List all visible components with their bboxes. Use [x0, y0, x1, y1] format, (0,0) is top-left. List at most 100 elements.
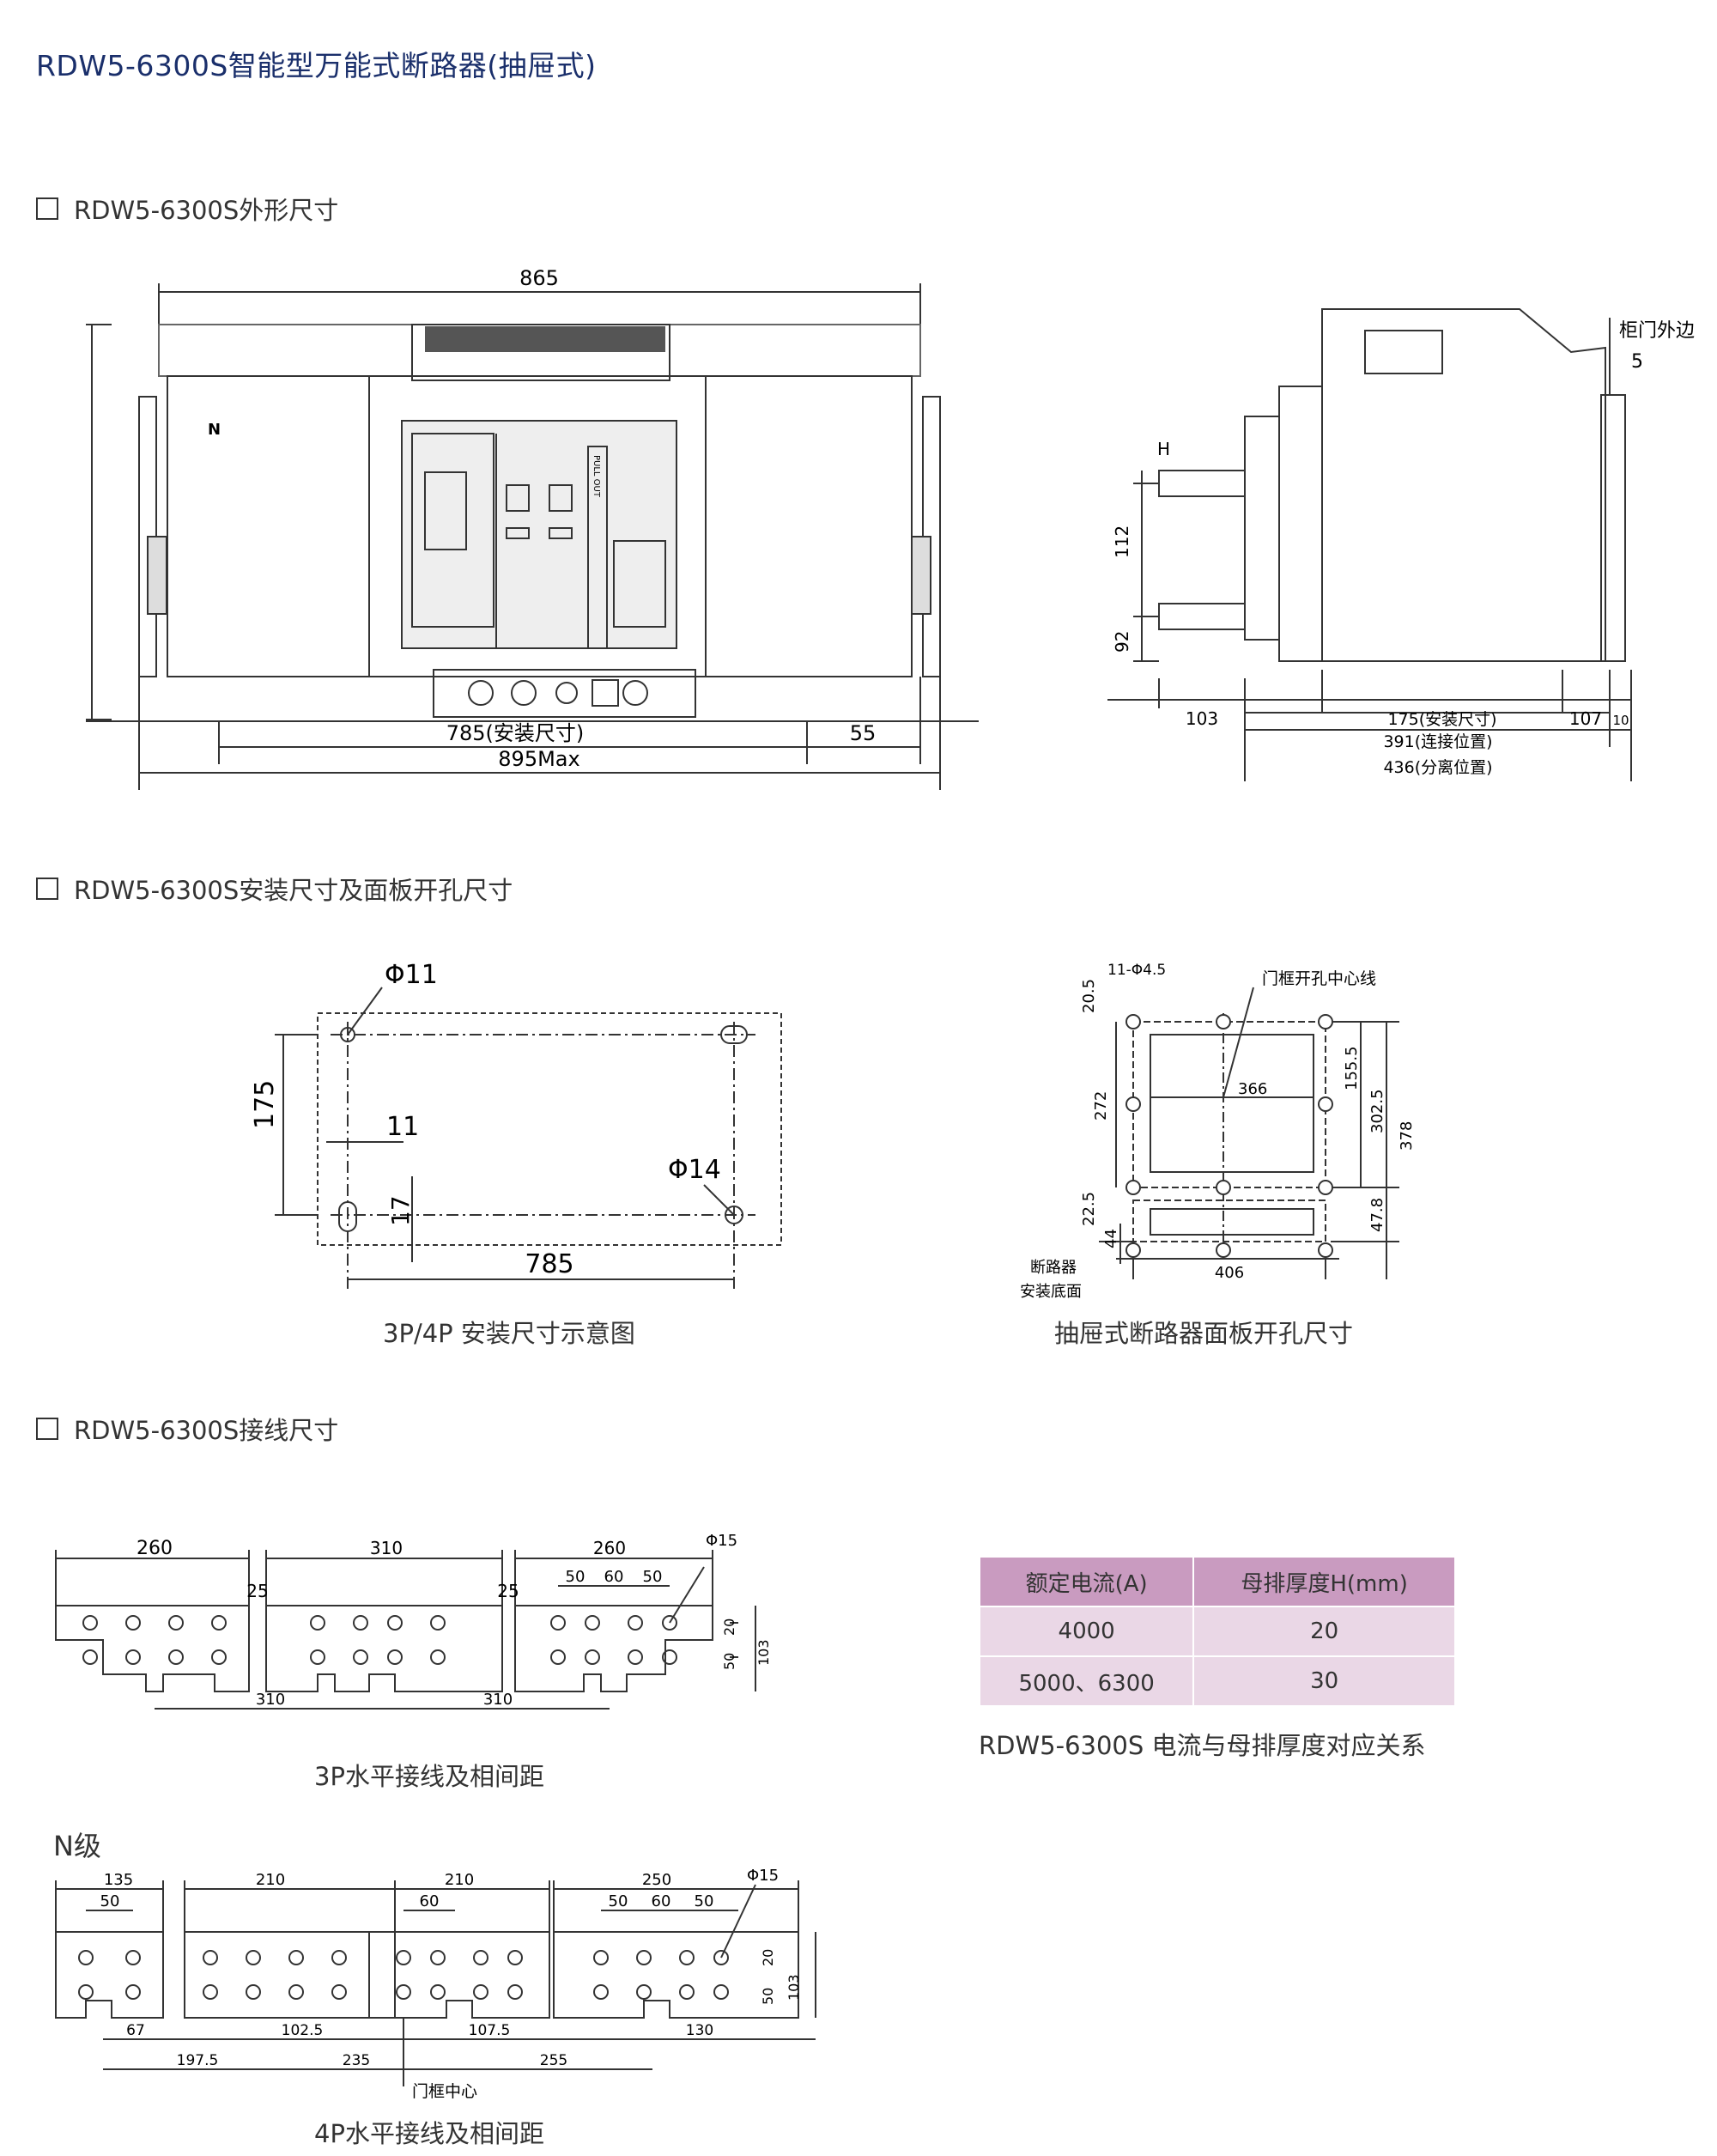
dim-4p-197-5: 197.5 [177, 2052, 219, 2069]
page-title: RDW5-6300S智能型万能式断路器(抽屉式) [36, 49, 597, 82]
table-cell: 30 [1192, 1655, 1456, 1707]
table-header-thickness: 母排厚度H(mm) [1192, 1556, 1456, 1607]
dim-3p-260b: 260 [593, 1538, 626, 1558]
dim-366: 366 [1238, 1080, 1267, 1098]
section-install: RDW5-6300S安装尺寸及面板开孔尺寸 [36, 871, 513, 907]
dim-103: 103 [1186, 708, 1218, 729]
dim-785: 785 [525, 1249, 573, 1279]
dim-55: 55 [850, 721, 877, 745]
dim-4p-210a: 210 [256, 1871, 285, 1889]
dim-10: 10 [1612, 713, 1629, 728]
dim-4p-102-5: 102.5 [282, 2022, 324, 2039]
dim-3p-25b: 25 [497, 1581, 519, 1601]
dim-175: 175 [250, 1080, 280, 1129]
dim-44: 44 [1102, 1229, 1120, 1248]
table-row: 5000、6300 30 [978, 1655, 1456, 1707]
wiring-4p-diagram: 135 50 210 210 60 250 50 60 50 Φ15 20 50… [55, 1867, 816, 2101]
section-install-label: RDW5-6300S安装尺寸及面板开孔尺寸 [74, 876, 513, 905]
table-header-row: 额定电流(A) 母排厚度H(mm) [978, 1556, 1456, 1607]
dim-phi11: Φ11 [385, 960, 438, 990]
door-center-label: 门框中心 [412, 2082, 477, 2101]
cabinet-door-edge-label: 柜门外边 [1619, 320, 1695, 342]
dim-4p-67: 67 [126, 2022, 145, 2039]
dim-h: H [1157, 439, 1170, 459]
dim-3p-20: 20 [721, 1619, 737, 1636]
dim-4p-130: 130 [686, 2022, 713, 2039]
n-grade-label: N级 [53, 1830, 101, 1862]
section-wiring: RDW5-6300S接线尺寸 [36, 1411, 338, 1447]
table-cell: 5000、6300 [978, 1655, 1195, 1707]
dim-4p-135: 135 [104, 1871, 133, 1889]
mounting-base-label: 安装底面 [1020, 1283, 1082, 1301]
checkbox-square-icon [36, 197, 58, 220]
dim-4p-50a: 50 [100, 1892, 120, 1910]
dim-4p-phi15: Φ15 [747, 1867, 779, 1885]
dim-4p-50b: 50 [609, 1892, 628, 1910]
mount-diagram: Φ11 175 11 Φ14 17 785 [250, 960, 782, 1292]
wiring-3p-caption: 3P水平接线及相间距 [314, 1762, 544, 1791]
dim-11: 11 [386, 1112, 419, 1142]
table-cell: 20 [1192, 1606, 1456, 1657]
dim-302-5: 302.5 [1368, 1089, 1386, 1133]
dim-4p-250: 250 [642, 1871, 671, 1889]
front-view-drawing: 865 435 785(安装尺寸) 55 895Max N PULL OUT [86, 266, 979, 790]
section-wiring-label: RDW5-6300S接线尺寸 [74, 1416, 339, 1445]
dim-3p-310: 310 [370, 1538, 403, 1558]
dim-47-8: 47.8 [1368, 1198, 1386, 1232]
section-outline-label: RDW5-6300S外形尺寸 [74, 196, 339, 225]
dim-3p-310-bottom-b: 310 [483, 1691, 513, 1709]
dim-4p-210b: 210 [445, 1871, 474, 1889]
dim-4p-103: 103 [786, 1974, 802, 2001]
dim-20-5: 20.5 [1080, 979, 1098, 1013]
pull-out-label: PULL OUT [592, 455, 601, 498]
dim-785-install: 785(安装尺寸) [446, 721, 585, 745]
dim-406: 406 [1215, 1264, 1244, 1282]
dim-3p-phi15: Φ15 [706, 1532, 737, 1550]
wiring-3p-diagram: 260 310 260 25 25 50 60 50 Φ15 20 50 103… [55, 1532, 772, 1710]
dim-155-5: 155.5 [1343, 1046, 1361, 1090]
dim-4p-20: 20 [760, 1949, 776, 1966]
dim-3p-25a: 25 [246, 1581, 268, 1601]
dim-4p-235: 235 [343, 2052, 370, 2069]
dim-3p-60: 60 [604, 1568, 624, 1586]
dim-3p-50a: 50 [566, 1568, 585, 1586]
checkbox-square-icon [36, 878, 58, 900]
dim-92: 92 [1112, 631, 1132, 653]
dim-272: 272 [1092, 1091, 1110, 1121]
side-view-drawing: 柜门外边 5 H 112 92 103 175(安装尺寸) 107 10 391… [1107, 308, 1695, 781]
dim-865: 865 [519, 266, 559, 290]
dim-3p-103: 103 [755, 1639, 772, 1666]
busbar-table-caption: RDW5-6300S 电流与母排厚度对应关系 [979, 1731, 1426, 1760]
table-cell: 4000 [978, 1606, 1195, 1657]
wiring-4p-caption: 4P水平接线及相间距 [314, 2119, 544, 2148]
dim-5: 5 [1631, 351, 1643, 373]
dim-895max: 895Max [498, 747, 579, 771]
panel-cutout-caption: 抽屉式断路器面板开孔尺寸 [1054, 1319, 1354, 1348]
dim-436-separate: 436(分离位置) [1383, 758, 1492, 777]
checkbox-square-icon [36, 1418, 58, 1440]
dim-22-5: 22.5 [1080, 1192, 1098, 1226]
mount-diagram-caption: 3P/4P 安装尺寸示意图 [383, 1319, 635, 1348]
table-row: 4000 20 [978, 1606, 1456, 1657]
dim-4p-50c: 50 [695, 1892, 714, 1910]
dim-3p-50b: 50 [643, 1568, 663, 1586]
dim-11-phi45: 11-Φ4.5 [1107, 962, 1166, 979]
busbar-thickness-table: 额定电流(A) 母排厚度H(mm) 4000 20 5000、6300 30 [978, 1556, 1456, 1707]
panel-cutout-diagram: 11-Φ4.5 20.5 272 366 155.5 302.5 378 22.… [1020, 962, 1416, 1301]
dim-4p-107-5: 107.5 [469, 2022, 511, 2039]
dim-3p-310-bottom-a: 310 [256, 1691, 285, 1709]
dim-391-connect: 391(连接位置) [1383, 732, 1492, 751]
dim-4p-50side: 50 [760, 1988, 776, 2005]
door-cutout-center-line-label: 门框开孔中心线 [1262, 969, 1376, 988]
dim-107: 107 [1569, 708, 1602, 729]
section-outline: RDW5-6300S外形尺寸 [36, 191, 338, 227]
dim-112: 112 [1112, 525, 1132, 558]
n-pole-label: N [208, 421, 221, 439]
dim-3p-50side: 50 [721, 1653, 737, 1670]
dim-17: 17 [386, 1195, 415, 1226]
breaker-label: 断路器 [1030, 1259, 1077, 1277]
dim-phi14: Φ14 [668, 1155, 721, 1185]
dim-4p-60b: 60 [652, 1892, 671, 1910]
dim-4p-60a: 60 [420, 1892, 440, 1910]
table-header-current: 额定电流(A) [978, 1556, 1195, 1607]
